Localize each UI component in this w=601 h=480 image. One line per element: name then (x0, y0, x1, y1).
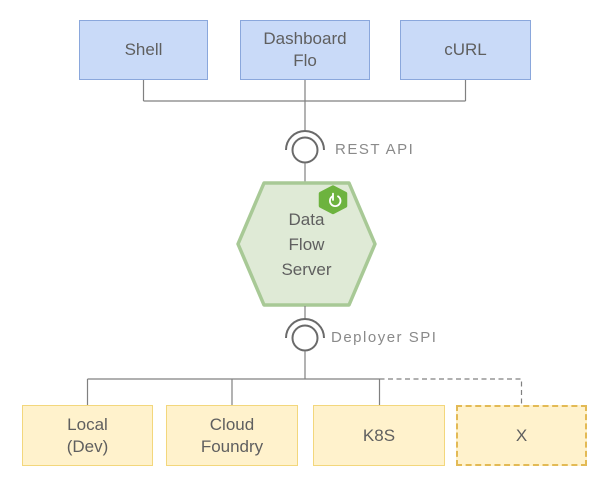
node-local-dev-label-line1: Local (67, 414, 108, 434)
node-curl-label: cURL (444, 40, 487, 59)
deployer-spi-label: Deployer SPI (331, 329, 438, 346)
spring-boot-logo-icon (318, 185, 348, 215)
connector-clients-to-rest-api (142, 80, 467, 131)
node-cloud-foundry-label-line2: Foundry (200, 436, 264, 456)
deployer-spi-interface-icon (285, 318, 325, 352)
node-dashboard-flo-label-line1: Dashboard (263, 29, 347, 48)
node-dashboard-flo-label-line2: Flo (293, 51, 317, 70)
server-hexagon (236, 181, 377, 307)
node-cloud-foundry-label-line1: Cloud (209, 414, 255, 434)
node-local-dev: Local (Dev) (22, 405, 153, 466)
node-k8s-label: K8S (362, 425, 396, 445)
node-x: X (456, 405, 587, 466)
node-shell-label: Shell (124, 40, 163, 59)
server-label-line3: Server (281, 260, 332, 279)
node-shell: Shell (79, 20, 208, 80)
node-data-flow-server-label: Data Flow Server (238, 207, 375, 282)
node-curl: cURL (400, 20, 531, 80)
node-k8s: K8S (313, 405, 445, 466)
rest-api-label: REST API (335, 141, 415, 158)
server-label-line2: Flow (288, 235, 325, 254)
rest-api-interface-icon (285, 130, 325, 164)
node-x-label: X (515, 425, 528, 445)
connector-dashed-to-x (379, 378, 523, 405)
node-local-dev-label-line2: (Dev) (66, 436, 109, 456)
node-dashboard-flo: Dashboard Flo (240, 20, 370, 80)
connector-deployer-spi-to-platforms (86, 351, 381, 405)
node-cloud-foundry: Cloud Foundry (166, 405, 298, 466)
server-label-line1: Data (288, 210, 325, 229)
